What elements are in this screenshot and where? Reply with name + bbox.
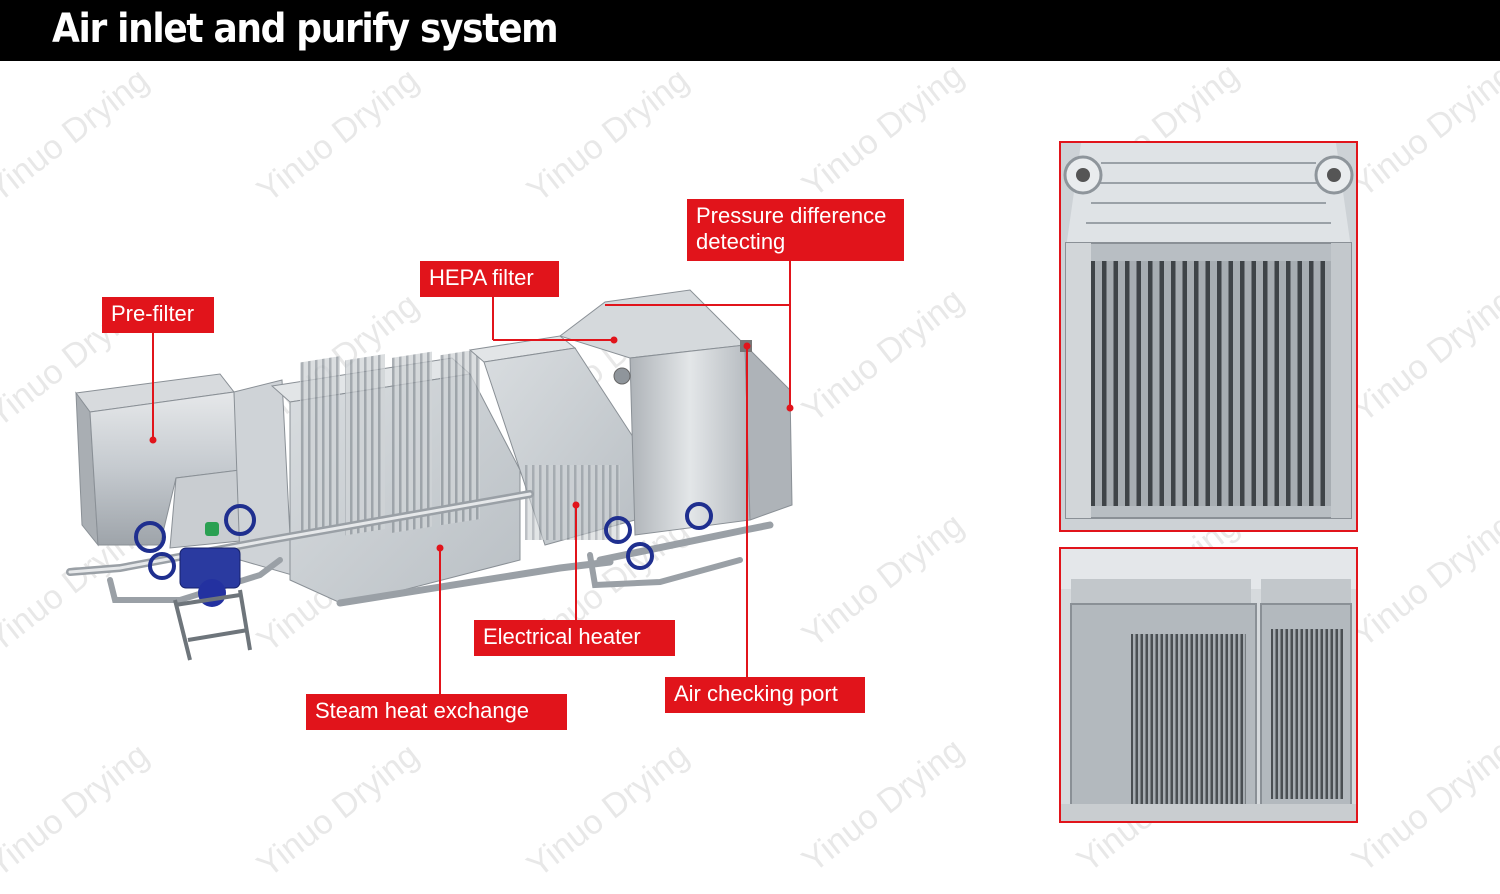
finned-tube: [1218, 634, 1221, 804]
finned-tube: [1238, 634, 1241, 804]
finned-tube: [1333, 629, 1336, 799]
watermark: Yinuo Drying: [1345, 505, 1500, 655]
label-pre-filter: Pre-filter: [102, 297, 214, 333]
support-stand: [173, 589, 252, 661]
finned-tube: [1183, 634, 1186, 804]
finned-tube: [1267, 261, 1275, 506]
finned-tube: [1175, 261, 1183, 506]
finned-tube: [1095, 261, 1102, 506]
finned-tube: [1158, 634, 1161, 804]
finned-tube-exchanger-image: [1061, 143, 1356, 530]
label-pressure-difference: Pressure difference detecting: [687, 199, 904, 261]
finned-tube: [1213, 634, 1216, 804]
watermark: Yinuo Drying: [1345, 55, 1500, 205]
finned-tube: [1198, 634, 1201, 804]
finned-tube: [1153, 634, 1156, 804]
label-pressure-line-1: Pressure difference: [696, 203, 887, 228]
label-steam-heat-exchange: Steam heat exchange: [306, 694, 567, 730]
finned-tube: [1173, 634, 1176, 804]
finned-tube: [1228, 634, 1231, 804]
finned-tube: [1188, 634, 1191, 804]
finned-tube: [1118, 261, 1125, 506]
finned-tube: [1298, 629, 1301, 799]
finned-tube: [1198, 261, 1206, 506]
title-bar: Air inlet and purify system: [0, 0, 1500, 61]
label-air-checking-port: Air checking port: [665, 677, 865, 713]
finned-tube: [1318, 629, 1321, 799]
finned-tube: [1308, 629, 1311, 799]
finned-tube: [1323, 629, 1326, 799]
finned-tube: [1233, 634, 1236, 804]
finned-tube: [1313, 629, 1316, 799]
hepa-filter-chamber: [558, 289, 793, 536]
finned-tube: [1133, 634, 1136, 804]
steam-heat-exchanger-unit: [270, 348, 521, 606]
finned-tube: [1163, 634, 1166, 804]
finned-tube: [1168, 634, 1171, 804]
finned-tube: [1129, 261, 1137, 506]
finned-tube: [1278, 629, 1281, 799]
electrical-heater-unit: [468, 335, 636, 546]
finned-tube: [1256, 261, 1263, 506]
heat-exchanger-photo-bottom: [1059, 547, 1358, 823]
finned-tube: [1313, 261, 1321, 506]
leader-lines: [149, 260, 794, 695]
finned-tube: [1148, 634, 1151, 804]
label-electrical-heater: Electrical heater: [474, 620, 675, 656]
finned-tube: [1244, 261, 1252, 506]
finned-tube: [1143, 634, 1146, 804]
finned-tube: [1233, 261, 1240, 506]
finned-tube: [1288, 629, 1291, 799]
label-pressure-line-2: detecting: [696, 229, 786, 254]
finned-tube: [1193, 634, 1196, 804]
heat-exchanger-photo-top: [1059, 141, 1358, 532]
finned-tube: [1273, 629, 1276, 799]
finned-tube: [1293, 629, 1296, 799]
watermark: Yinuo Drying: [1345, 280, 1500, 430]
twin-exchanger-image: [1061, 549, 1356, 821]
finned-tube: [1221, 261, 1229, 506]
finned-tube: [1338, 629, 1341, 799]
air-system-illustration: [66, 260, 794, 695]
finned-tube: [1141, 261, 1148, 506]
finned-tube: [1210, 261, 1217, 506]
page-title: Air inlet and purify system: [52, 6, 559, 52]
label-hepa-filter: HEPA filter: [420, 261, 559, 297]
finned-tube: [1328, 629, 1331, 799]
finned-tube: [1290, 261, 1298, 506]
finned-tube: [1283, 629, 1286, 799]
pre-filter-unit: [75, 373, 251, 549]
finned-tube: [1303, 629, 1306, 799]
finned-tube: [1106, 261, 1114, 506]
finned-tube: [1208, 634, 1211, 804]
finned-tube: [1178, 634, 1181, 804]
finned-tube: [1325, 261, 1332, 506]
finned-tube: [1279, 261, 1286, 506]
finned-tube: [1152, 261, 1160, 506]
finned-tube: [1138, 634, 1141, 804]
finned-tube: [1203, 634, 1206, 804]
finned-tube: [1164, 261, 1171, 506]
watermark: Yinuo Drying: [1345, 730, 1500, 880]
finned-tube: [1302, 261, 1309, 506]
finned-tube: [1187, 261, 1194, 506]
finned-tube: [1243, 634, 1246, 804]
finned-tube: [1223, 634, 1226, 804]
